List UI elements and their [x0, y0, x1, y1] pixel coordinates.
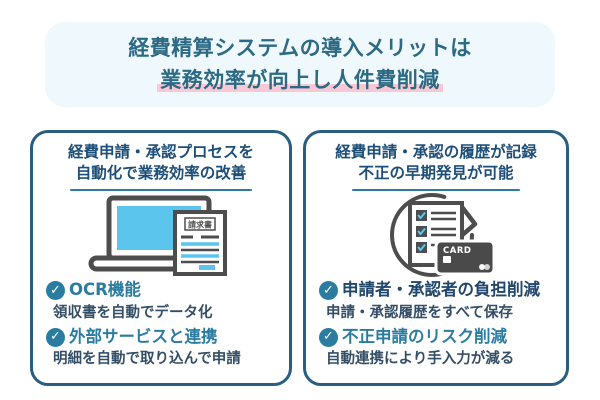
- checklist-card-illustration: CARD: [370, 193, 502, 278]
- credit-card-icon: CARD: [434, 239, 496, 276]
- laptop-invoice-illustration: 請求書: [85, 193, 237, 277]
- card-header-line1: 経費申請・承認プロセスを: [67, 143, 254, 161]
- feature-list: OCR機能 領収書を自動でデータ化 外部サービスと連携 明細を自動で取り込んで申…: [33, 277, 289, 372]
- pink-highlight: 業務効率が向上し人件費削減: [157, 67, 443, 92]
- laptop-icon: 請求書: [88, 195, 227, 277]
- page-title-line1: 経費精算システムの導入メリットは: [128, 36, 472, 60]
- check-icon: [46, 327, 65, 347]
- page-title-line2: 業務効率が向上し人件費削減: [157, 65, 443, 97]
- feature-item: 不正申請のリスク削減: [319, 326, 556, 348]
- header-underline: [352, 188, 520, 192]
- card-header: 経費申請・承認プロセスを 自動化で業務効率の改善: [68, 142, 254, 184]
- title-banner: 経費精算システムの導入メリットは 業務効率が向上し人件費削減: [45, 22, 555, 107]
- feature-desc: 自動連携により手入力が減る: [326, 351, 515, 368]
- benefit-card-process-automation: 経費申請・承認プロセスを 自動化で業務効率の改善 請求書: [30, 130, 292, 386]
- feature-label: 外部サービスと連携: [69, 326, 218, 346]
- feature-desc: 領収書を自動でデータ化: [53, 304, 213, 321]
- feature-item: OCR機能: [46, 279, 279, 301]
- benefit-card-history-record: 経費申請・承認の履歴が記録 不正の早期発見が可能: [303, 130, 569, 386]
- card-header-line1: 経費申請・承認の履歴が記録: [335, 143, 537, 161]
- card-header-line2: 自動化で業務効率の改善: [75, 163, 247, 182]
- feature-list: 申請者・承認者の負担削減 申請・承認履歴をすべて保存 不正申請のリスク削減 自動…: [306, 277, 566, 372]
- feature-label: OCR機能: [69, 280, 141, 300]
- feature-label: 申請者・承認者の負担削減: [342, 280, 540, 300]
- card-header: 経費申請・承認の履歴が記録 不正の早期発見が可能: [335, 142, 537, 184]
- check-icon: [46, 280, 65, 300]
- cycle-arrow-icon: CARD: [390, 193, 496, 278]
- invoice-document-icon: 請求書: [173, 210, 227, 277]
- feature-desc: 申請・承認履歴をすべて保存: [326, 304, 513, 321]
- feature-item: 外部サービスと連携: [46, 326, 279, 348]
- feature-label: 不正申請のリスク削減: [342, 326, 507, 346]
- check-icon: [319, 280, 338, 300]
- credit-card-label: CARD: [443, 246, 471, 256]
- invoice-label: 請求書: [188, 220, 212, 230]
- card-header-line2: 不正の早期発見が可能: [358, 163, 514, 182]
- check-icon: [319, 327, 338, 347]
- feature-item: 申請者・承認者の負担削減: [319, 279, 556, 301]
- feature-desc: 明細を自動で取り込んで申請: [53, 351, 241, 368]
- header-underline: [70, 188, 252, 192]
